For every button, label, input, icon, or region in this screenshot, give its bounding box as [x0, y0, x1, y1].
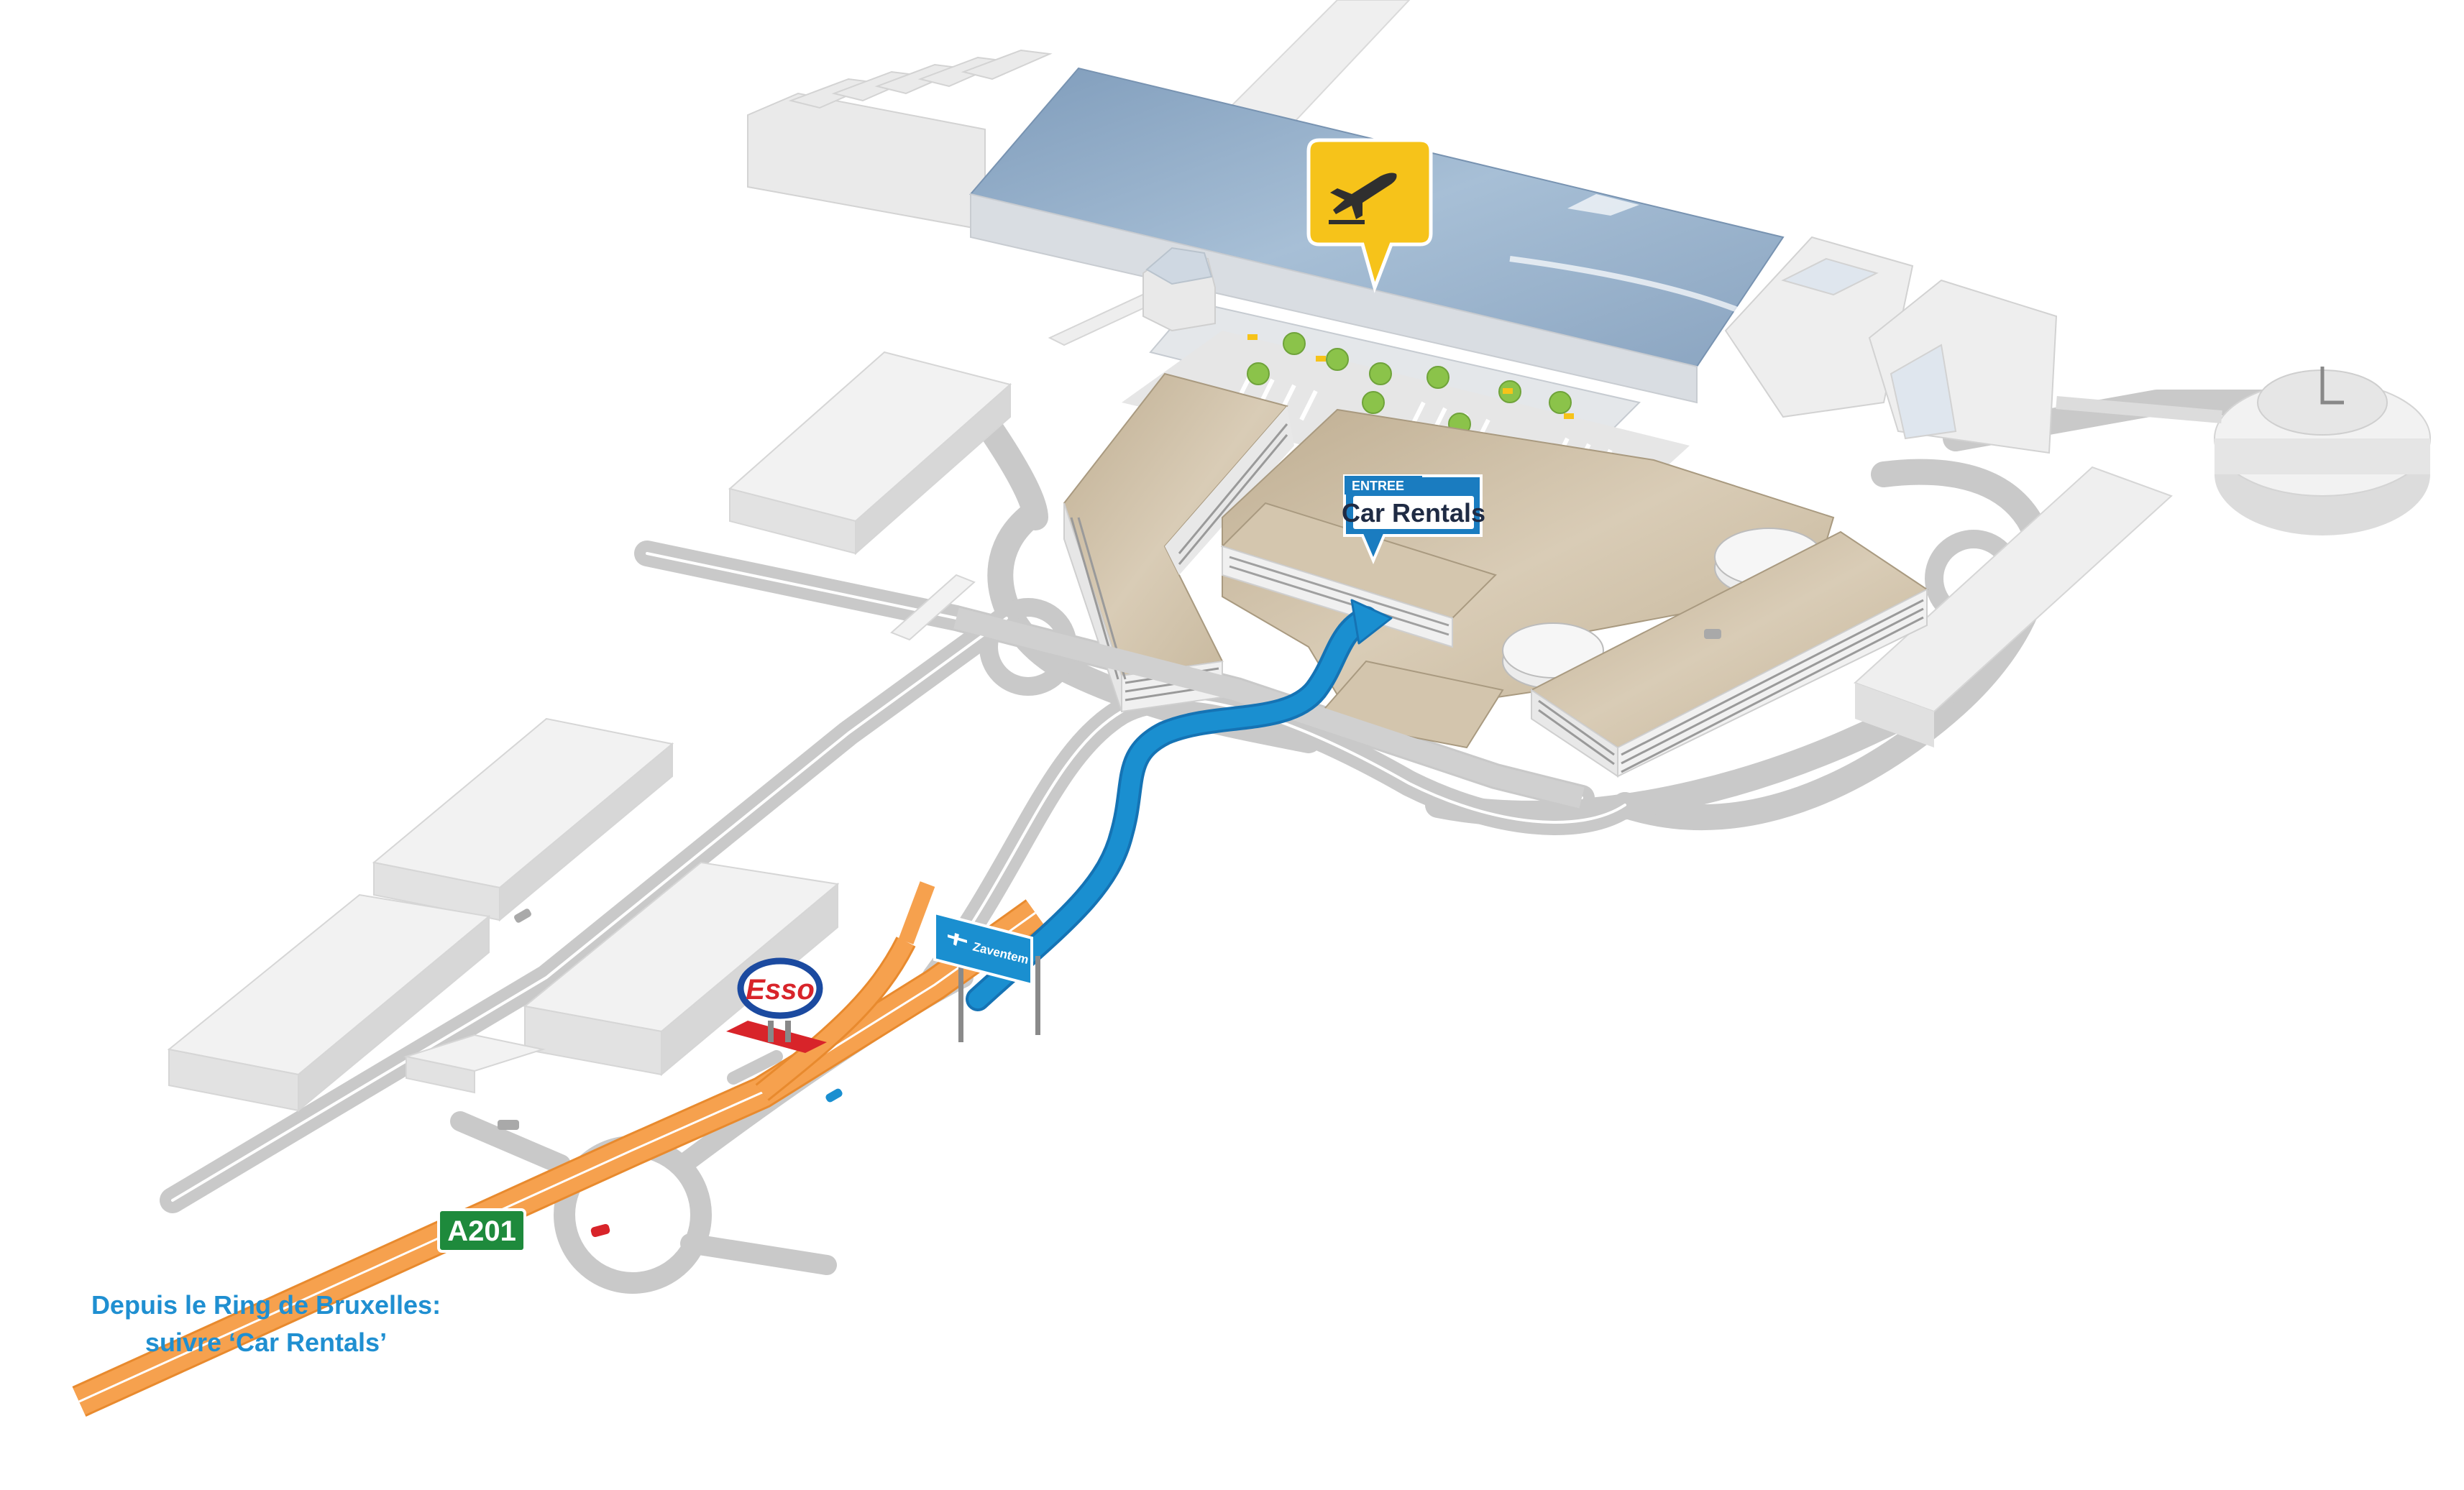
vehicles: [498, 629, 1721, 1238]
east-rotunda: [2214, 367, 2431, 535]
car-rentals-route: [966, 599, 1393, 1011]
highway-shield: A201: [437, 1208, 526, 1253]
route-instruction: Depuis le Ring de Bruxelles: suivre ‘Car…: [43, 1287, 489, 1361]
direction-sign: Zaventem: [933, 911, 1040, 1042]
overpass-bridge: [953, 607, 1585, 809]
esso-logo-text: Esso: [746, 974, 815, 1006]
route-instruction-line-2: suivre ‘Car Rentals’: [145, 1328, 388, 1357]
highway-number: A201: [447, 1215, 516, 1247]
control-tower-west: [1142, 247, 1216, 332]
route-instruction-line-1: Depuis le Ring de Bruxelles:: [91, 1290, 441, 1320]
warehouses: [167, 290, 1167, 1113]
entry-label-main: Car Rentals: [1342, 498, 1485, 528]
west-stub-road: [979, 418, 1048, 530]
east-ring-road: [1612, 459, 2052, 831]
departing-plane-icon: [1329, 173, 1397, 224]
service-road-west: [160, 605, 1020, 1213]
departures-marker: [1306, 138, 1433, 293]
esso-logo: [737, 957, 823, 1019]
plane-icon: [948, 933, 967, 946]
parking-garages: [1063, 372, 1928, 778]
entry-label-small: ENTREE: [1352, 479, 1404, 493]
esso-station: Esso: [726, 957, 827, 1053]
route-arrowhead: [1350, 599, 1393, 645]
car-rentals-entry-marker: ENTREE Car Rentals: [1342, 474, 1485, 565]
